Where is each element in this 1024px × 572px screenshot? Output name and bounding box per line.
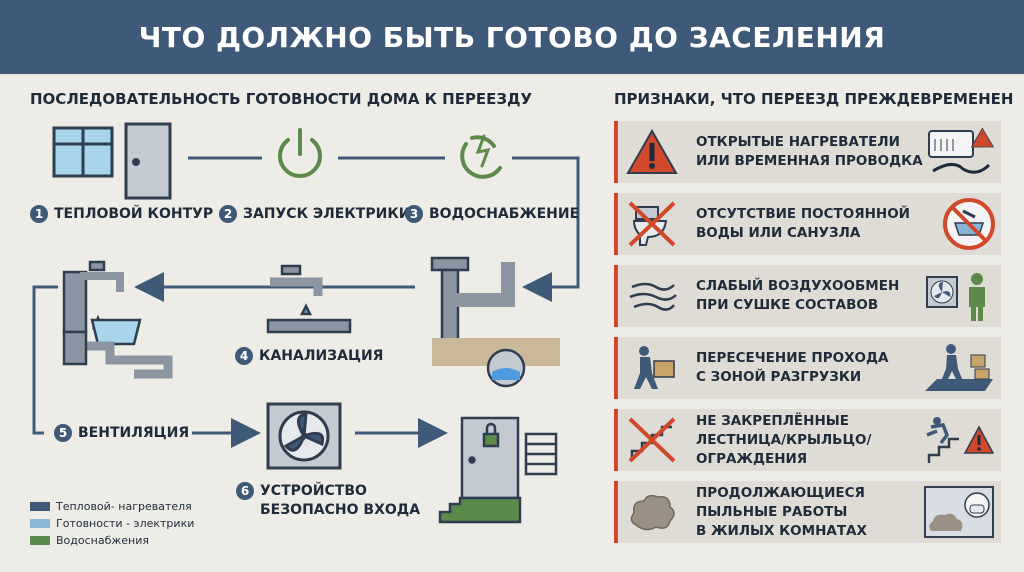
warning-triangle-icon [626,128,678,174]
legend-label: Готовности - электрики [56,517,195,530]
mover-box-icon [634,346,675,389]
card-line1: ОТСУТСТВИЕ ПОСТОЯННОЙ [696,206,910,222]
card-line2: ПРИ СУШКЕ СОСТАВОВ [696,297,879,313]
step-label: ТЕПЛОВОЙ КОНТУР [54,206,214,222]
card-line1: ПРОДОЛЖАЮЩИЕСЯ [696,484,865,501]
step-5: 5 ВЕНТИЛЯЦИЯ [54,424,189,442]
water-cycle-icon [460,134,502,179]
card-line1: ПЕРЕСЕЧЕНИЕ ПРОХОДА [696,350,889,366]
card-line2: ИЛИ ВРЕМЕННАЯ ПРОВОДКА [696,153,923,169]
step-number: 1 [30,205,48,223]
warning-card: ОТКРЫТЫЕ НАГРЕВАТЕЛИ ИЛИ ВРЕМЕННАЯ ПРОВОД… [614,121,1001,183]
window-door-icon [52,122,172,200]
legend-item: Водоснабжения [30,532,194,549]
step-number: 5 [54,424,72,442]
falling-person-icon [926,417,995,463]
card-line3: ОГРАЖДЕНИЯ [696,450,808,467]
no-stairs-icon [628,417,676,463]
dusty-room-mask-icon [924,486,994,538]
step-4: 4 КАНАЛИЗАЦИЯ [235,347,383,365]
dust-cloud-icon [630,494,675,531]
step-number: 2 [219,205,237,223]
no-water-icon [943,198,995,250]
card-line1: НЕ ЗАКРЕПЛЁННЫЕ [696,412,849,429]
locked-door-icon [438,416,558,524]
step-label-line1: УСТРОЙСТВО [260,483,367,499]
faucet-basin-icon [62,260,173,379]
step-1: 1 ТЕПЛОВОЙ КОНТУР [30,205,213,223]
legend: Тепловой- нагревателя Готовности - элект… [30,498,194,549]
loading-zone-icon [925,344,993,391]
no-toilet-icon [628,201,676,247]
warning-card: НЕ ЗАКРЕПЛЁННЫЕ ЛЕСТНИЦА/КРЫЛЬЦО/ОГРАЖДЕН… [614,409,1001,471]
flow-arrows [32,156,580,448]
step-label: ЗАПУСК ЭЛЕКТРИКИ [243,206,411,222]
warning-card: ПЕРЕСЕЧЕНИЕ ПРОХОДА С ЗОНОЙ РАЗГРУЗКИ [614,337,1001,399]
card-line2: ВОДЫ ИЛИ САНУЗЛА [696,225,861,241]
legend-item: Тепловой- нагревателя [30,498,194,515]
power-icon [278,128,322,178]
warning-card: ПРОДОЛЖАЮЩИЕСЯ ПЫЛЬНЫЕ РАБОТЫ В ЖИЛЫХ КОМН… [614,481,1001,543]
step-label: КАНАЛИЗАЦИЯ [259,348,384,364]
card-line2: С ЗОНОЙ РАЗГРУЗКИ [696,369,862,385]
legend-item: Готовности - электрики [30,515,194,532]
step-number: 6 [236,482,254,500]
card-line3: В ЖИЛЫХ КОМНАТАХ [696,522,867,539]
warning-title: ПРИЗНАКИ, ЧТО ПЕРЕЕЗД ПРЕЖДЕВРЕМЕНЕН [614,90,1014,108]
legend-label: Водоснабжения [56,534,150,547]
faucet-pipe-icon [266,264,352,334]
legend-label: Тепловой- нагревателя [56,500,192,513]
step-6: 6 УСТРОЙСТВО БЕЗОПАСНО ВХОДА [236,482,420,520]
sequence-title: ПОСЛЕДОВАТЕЛЬНОСТЬ ГОТОВНОСТИ ДОМА К ПЕР… [30,90,533,108]
warning-card: СЛАБЫЙ ВОЗДУХООБМЕН ПРИ СУШКЕ СОСТАВОВ [614,265,1001,327]
fan-icon [266,402,342,470]
step-label: ВОДОСНАБЖЕНИЕ [429,206,580,222]
flow-diagram [32,122,580,524]
step-label: ВЕНТИЛЯЦИЯ [78,425,190,441]
heater-wire-icon [928,127,995,174]
card-line1: СЛАБЫЙ ВОЗДУХООБМЕН [696,278,900,294]
warning-card: ОТСУТСТВИЕ ПОСТОЯННОЙ ВОДЫ ИЛИ САНУЗЛА [614,193,1001,255]
step-3: 3 ВОДОСНАБЖЕНИЕ [405,205,579,223]
header-bar: ЧТО ДОЛЖНО БЫТЬ ГОТОВО ДО ЗАСЕЛЕНИЯ [0,0,1024,74]
step-number: 3 [405,205,423,223]
card-line2: ЛЕСТНИЦА/КРЫЛЬЦО/ [696,431,872,448]
card-line2: ПЫЛЬНЫЕ РАБОТЫ [696,503,848,520]
fan-worker-icon [926,273,985,321]
step-2: 2 ЗАПУСК ЭЛЕКТРИКИ [219,205,410,223]
step-number: 4 [235,347,253,365]
step-label-line2: БЕЗОПАСНО ВХОДА [260,502,421,518]
drain-pipe-icon [430,256,560,388]
page-title: ЧТО ДОЛЖНО БЫТЬ ГОТОВО ДО ЗАСЕЛЕНИЯ [138,20,886,54]
card-line1: ОТКРЫТЫЕ НАГРЕВАТЕЛИ [696,134,900,150]
weak-airflow-icon [629,282,677,311]
